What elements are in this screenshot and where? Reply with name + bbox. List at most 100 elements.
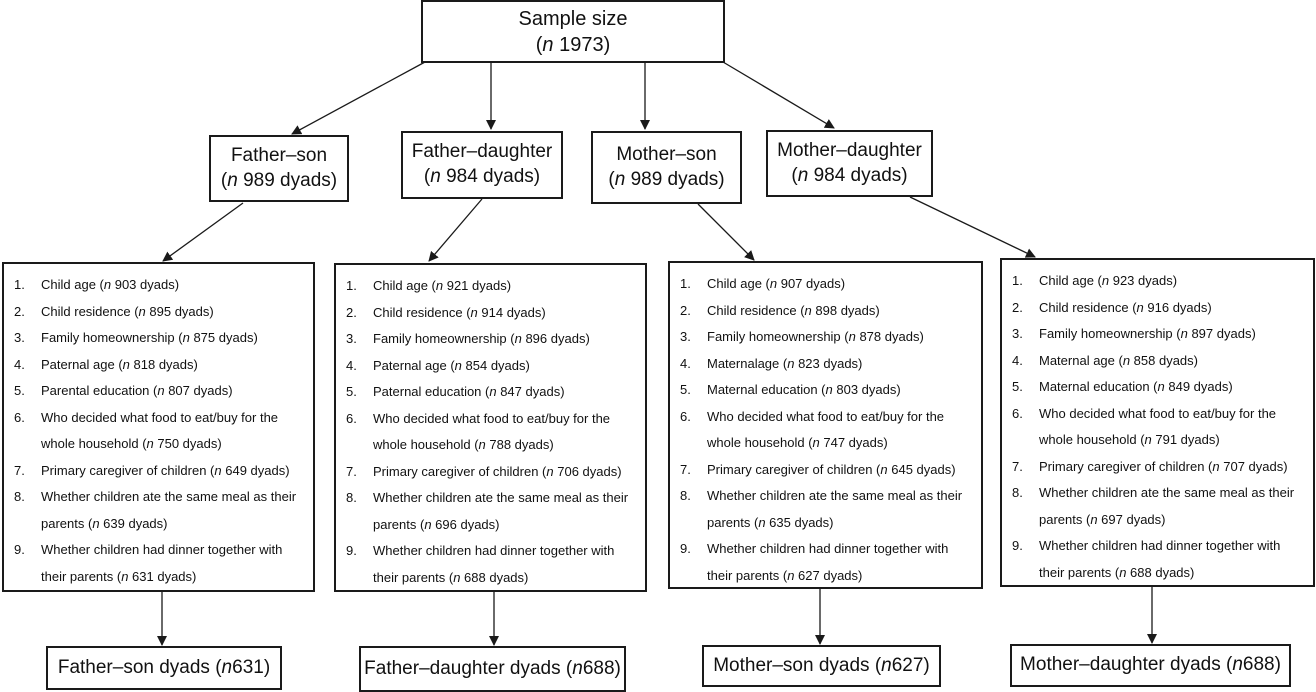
criteria-number: 6.: [1012, 405, 1023, 421]
criteria-text: Primary caregiver of children (n 645 dya…: [707, 461, 956, 477]
final-label: Father–daughter dyads (: [364, 657, 573, 679]
criteria-text: Child residence (n 914 dyads): [373, 304, 546, 320]
criteria-item: 2. Child residence (n 898 dyads): [680, 298, 975, 325]
group-n: (n 984 dyads): [791, 164, 908, 186]
criteria-number: 9.: [1012, 538, 1023, 553]
criteria-item: 5.Paternal education (n 847 dyads): [346, 379, 639, 406]
criteria-text: Child residence (n 898 dyads): [707, 302, 880, 318]
criteria-item: 7. Primary caregiver of children (n 645 d…: [680, 457, 975, 484]
criteria-number: 7.: [346, 463, 357, 479]
group-box-mother-daughter: Mother–daughter (n 984 dyads): [766, 130, 933, 197]
criteria-text: Whether children had dinner together wit…: [707, 541, 949, 583]
group-n: (n 984 dyads): [423, 166, 541, 187]
criteria-number: 7.: [680, 461, 691, 477]
group-label: Father–daughter: [411, 141, 553, 163]
criteria-text: Child age (n 923 dyads): [1039, 273, 1178, 288]
criteria-item: 2. Child residence (n 914 dyads): [346, 300, 639, 327]
criteria-number: 8.: [680, 488, 691, 503]
criteria-text: Family homeownership (n 897 dyads): [1039, 326, 1256, 341]
criteria-text: Who decided what food to eat/buy for the…: [373, 410, 611, 453]
criteria-item: 8.Whether children ate the same meal as …: [346, 485, 639, 538]
final-box-father-son: Father–son dyads (n 631): [46, 646, 282, 690]
arrow-top-to-mother-daughter: [722, 61, 835, 129]
criteria-text: Maternal education (n 849 dyads): [1039, 379, 1233, 394]
criteria-item: 3.Family homeownership (n 897 dyads): [1012, 321, 1307, 348]
criteria-number: 4.: [1012, 352, 1023, 368]
criteria-number: 3.: [346, 331, 357, 346]
criteria-text: Child age (n 903 dyads): [41, 277, 180, 292]
criteria-text: Whether children ate the same meal as th…: [1039, 485, 1295, 527]
criteria-text: Family homeownership (n 896 dyads): [373, 331, 590, 346]
criteria-text: Whether children ate the same meal as th…: [707, 488, 963, 530]
criteria-item: 9. Whether children had dinner together w…: [14, 537, 307, 590]
criteria-item: 3.Family homeownership (n 875 dyads): [14, 325, 307, 352]
final-label: Father–son dyads (: [57, 656, 222, 678]
criteria-list: 1.Child age (n 921 dyads)2.Child residen…: [346, 273, 639, 591]
criteria-number: 3.: [14, 330, 25, 345]
final-label: Mother–daughter dyads (: [1020, 654, 1233, 676]
criteria-item: 4. Paternal age (n 818 dyads): [14, 352, 307, 379]
criteria-item: 6.Who decided what food to eat/buy for t…: [14, 405, 307, 458]
criteria-number: 4.: [14, 356, 25, 372]
criteria-item: 1. Child age (n 923 dyads): [1012, 268, 1307, 295]
criteria-text: Who decided what food to eat/buy for the…: [1039, 405, 1277, 448]
criteria-item: 6.Who decided what food to eat/buy for t…: [346, 406, 639, 459]
arrow-mother-daughter-to-criteria: [909, 196, 1036, 258]
criteria-text: Primary caregiver of children (n 649 dya…: [41, 462, 290, 478]
criteria-item: 6. Who decided what food to eat/buy for t…: [1012, 401, 1307, 454]
criteria-number: 9.: [14, 542, 25, 557]
criteria-number: 2.: [346, 304, 357, 320]
group-label: Father–son: [230, 144, 328, 166]
criteria-text: Paternal age (n 818 dyads): [41, 356, 198, 372]
group-box-mother-son: Mother–son (n 989 dyads): [591, 131, 742, 204]
criteria-list: 1.Child age (n 907 dyads) 2. Child residen…: [680, 271, 975, 589]
criteria-box-mother-daughter: 1. Child age (n 923 dyads) 2. Child residen…: [1000, 258, 1315, 587]
criteria-item: 5.Maternal education (n 803 dyads): [680, 377, 975, 404]
criteria-text: Whether children had dinner together wit…: [1039, 538, 1281, 580]
sample-size-box: Sample size (n 1973): [421, 0, 725, 63]
sample-size-title: Sample size: [518, 7, 628, 30]
criteria-text: Family homeownership (n 878 dyads): [707, 329, 924, 344]
criteria-number: 1.: [346, 278, 357, 293]
criteria-item: 3. Family homeownership (n 896 dyads): [346, 326, 639, 353]
criteria-number: 2.: [14, 303, 25, 319]
criteria-item: 2. Child residence (n 916 dyads): [1012, 295, 1307, 322]
criteria-item: 7. Primary caregiver of children (n 649 d…: [14, 458, 307, 485]
criteria-item: 1.Child age (n 907 dyads): [680, 271, 975, 298]
final-box-mother-daughter: Mother–daughter dyads (n 688): [1010, 644, 1291, 687]
criteria-item: 5.Maternal education (n 849 dyads): [1012, 374, 1307, 401]
criteria-item: 8. Whether children ate the same meal as …: [14, 484, 307, 537]
criteria-item: 5.Parental education (n 807 dyads): [14, 378, 307, 405]
group-label: Mother–son: [616, 143, 717, 165]
criteria-text: Who decided what food to eat/buy for the…: [707, 408, 945, 451]
criteria-number: 8.: [14, 489, 25, 504]
criteria-text: Whether children ate the same meal as th…: [41, 489, 297, 531]
arrow-top-to-father-son: [291, 61, 426, 135]
criteria-text: Whether children had dinner together wit…: [373, 543, 615, 585]
group-n: (n 989 dyads): [608, 168, 725, 190]
criteria-item: 4.Maternal age (n 858 dyads): [1012, 348, 1307, 375]
final-label: Mother–son dyads (: [713, 654, 882, 676]
criteria-number: 5.: [680, 382, 691, 397]
criteria-item: 4.Paternal age (n 854 dyads): [346, 353, 639, 380]
arrow-mother-son-to-criteria: [697, 203, 755, 261]
group-label: Mother–daughter: [777, 139, 922, 161]
criteria-text: Child residence (n 895 dyads): [41, 303, 214, 319]
criteria-number: 7.: [14, 462, 25, 478]
criteria-number: 4.: [346, 357, 357, 373]
criteria-text: Whether children had dinner together wit…: [41, 542, 283, 584]
group-box-father-daughter: Father–daughter (n 984 dyads): [401, 131, 563, 199]
criteria-box-father-daughter: 1.Child age (n 921 dyads)2.Child residen…: [334, 263, 647, 592]
criteria-item: 1.Child age (n 903 dyads): [14, 272, 307, 299]
criteria-number: 2.: [1012, 299, 1023, 315]
criteria-number: 2.: [680, 302, 691, 318]
criteria-number: 8.: [346, 490, 357, 505]
criteria-text: Primary caregiver of children (n 706 dya…: [373, 463, 622, 479]
arrow-father-daughter-to-criteria: [428, 198, 483, 262]
criteria-text: Child residence (n 916 dyads): [1039, 299, 1212, 315]
criteria-item: 7. Primary caregiver of children (n 706 d…: [346, 459, 639, 486]
criteria-number: 1.: [1012, 273, 1023, 288]
criteria-number: 9.: [680, 541, 691, 556]
criteria-text: Who decided what food to eat/buy for the…: [41, 409, 279, 452]
criteria-number: 9.: [346, 543, 357, 558]
